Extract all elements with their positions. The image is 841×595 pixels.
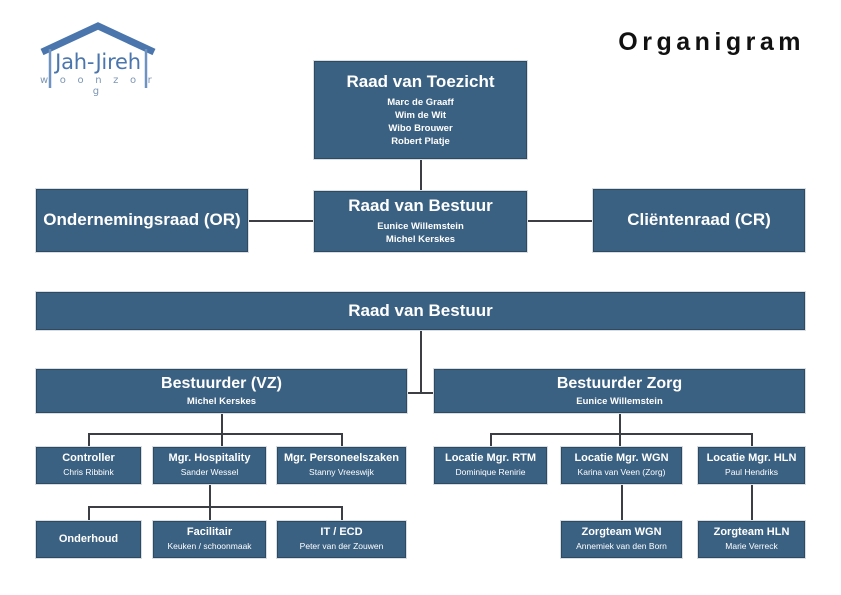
node-facilitair[interactable]: Facilitair Keuken / schoonmaak [152, 520, 267, 559]
node-members: Eunice Willemstein Michel Kerskes [377, 221, 464, 246]
node-controller[interactable]: Controller Chris Ribbink [35, 446, 142, 485]
connector-rvt-to-rvb [420, 160, 422, 190]
node-title: Mgr. Hospitality [168, 452, 251, 465]
connector-hospitality-to-onderhoud [88, 506, 90, 520]
node-title: IT / ECD [320, 526, 363, 539]
connector-rvb-to-cr [528, 220, 592, 222]
node-title: Controller [62, 452, 115, 465]
node-raad-van-bestuur-top[interactable]: Raad van Bestuur Eunice Willemstein Mich… [313, 190, 528, 253]
node-members: Dominique Renirie [455, 467, 526, 478]
node-title: Raad van Bestuur [348, 195, 493, 215]
node-mgr-personeelszaken[interactable]: Mgr. Personeelszaken Stanny Vreeswijk [276, 446, 407, 485]
node-title: Bestuurder Zorg [556, 374, 683, 392]
connector-hospitality-to-facilitair [209, 506, 211, 520]
node-locatie-mgr-wgn[interactable]: Locatie Mgr. WGN Karina van Veen (Zorg) [560, 446, 683, 485]
node-members: Paul Hendriks [725, 467, 778, 478]
connector-or-to-rvb [249, 220, 313, 222]
node-ondernemingsraad[interactable]: Ondernemingsraad (OR) [35, 188, 249, 253]
node-locatie-mgr-hln[interactable]: Locatie Mgr. HLN Paul Hendriks [697, 446, 806, 485]
node-bestuurder-zorg[interactable]: Bestuurder Zorg Eunice Willemstein [433, 368, 806, 414]
connector-zorg-drop [619, 414, 621, 434]
connector-zorg-to-rtm [490, 433, 492, 446]
node-it-ecd[interactable]: IT / ECD Peter van der Zouwen [276, 520, 407, 559]
node-title: Cliëntenraad (CR) [627, 210, 771, 230]
connector-hospitality-drop [209, 485, 211, 507]
house-roof-icon [40, 22, 156, 88]
connector-vz-to-hospitality [221, 433, 223, 446]
node-members: Chris Ribbink [63, 467, 114, 478]
node-title: Onderhoud [58, 532, 119, 545]
node-members: Marie Verreck [725, 541, 778, 552]
node-title: Locatie Mgr. RTM [444, 452, 537, 465]
connector-zorg-to-wgn [619, 433, 621, 446]
connector-vz-to-controller [88, 433, 90, 446]
connector-zorg-bus [490, 433, 752, 435]
node-title: Raad van Toezicht [346, 71, 495, 91]
connector-zorg-to-hln [751, 433, 753, 446]
logo-wordmark: Jah-Jireh [55, 50, 141, 74]
node-mgr-hospitality[interactable]: Mgr. Hospitality Sander Wessel [152, 446, 267, 485]
connector-bar-to-bestuurders [420, 331, 422, 393]
node-members: Michel Kerskes [186, 395, 257, 407]
logo-tagline: w o o n z o r g [40, 75, 156, 97]
node-raad-van-toezicht[interactable]: Raad van Toezicht Marc de Graaff Wim de … [313, 60, 528, 160]
node-title: Mgr. Personeelszaken [284, 452, 399, 465]
logo: Jah-Jireh w o o n z o r g [36, 22, 160, 97]
node-clientenraad[interactable]: Cliëntenraad (CR) [592, 188, 806, 253]
node-members: Eunice Willemstein [576, 395, 663, 407]
node-members: Keuken / schoonmaak [167, 541, 252, 552]
node-bestuurder-vz[interactable]: Bestuurder (VZ) Michel Kerskes [35, 368, 408, 414]
node-members: Annemiek van den Born [576, 541, 667, 552]
connector-hospitality-to-it [341, 506, 343, 520]
node-zorgteam-wgn[interactable]: Zorgteam WGN Annemiek van den Born [560, 520, 683, 559]
node-members: Sander Wessel [180, 467, 239, 478]
page-title: Organigram [618, 28, 805, 56]
node-title: Raad van Bestuur [348, 300, 493, 320]
connector-bestuurder-bus [392, 392, 448, 394]
node-title: Locatie Mgr. HLN [706, 452, 797, 465]
node-title: Bestuurder (VZ) [161, 374, 282, 392]
node-members: Peter van der Zouwen [299, 541, 384, 552]
node-zorgteam-hln[interactable]: Zorgteam HLN Marie Verreck [697, 520, 806, 559]
node-title: Ondernemingsraad (OR) [43, 210, 241, 230]
connector-vz-to-personeelszaken [341, 433, 343, 446]
node-title: Locatie Mgr. WGN [574, 452, 669, 465]
connector-hln-to-zorgteam [751, 485, 753, 520]
connector-hospitality-bus [88, 506, 342, 508]
connector-wgn-to-zorgteam [621, 485, 623, 520]
node-title: Zorgteam HLN [713, 526, 790, 539]
node-members: Karina van Veen (Zorg) [577, 467, 666, 478]
node-title: Facilitair [186, 526, 233, 539]
connector-vz-bus [88, 433, 342, 435]
node-onderhoud[interactable]: Onderhoud [35, 520, 142, 559]
node-members: Stanny Vreeswijk [309, 467, 374, 478]
node-raad-van-bestuur-bar[interactable]: Raad van Bestuur [35, 291, 806, 331]
node-title: Zorgteam WGN [581, 526, 662, 539]
node-members: Marc de Graaff Wim de Wit Wibo Brouwer R… [387, 97, 454, 147]
node-locatie-mgr-rtm[interactable]: Locatie Mgr. RTM Dominique Renirie [433, 446, 548, 485]
connector-vz-drop [221, 414, 223, 434]
